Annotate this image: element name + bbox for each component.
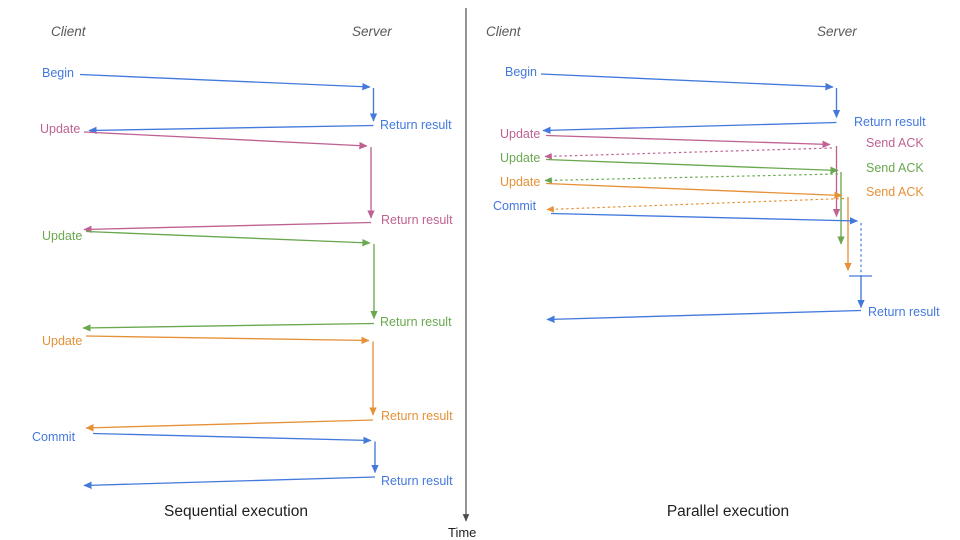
sequential-commit-response [83, 476, 376, 490]
sequential-update2-label: Update [42, 229, 82, 243]
parallel-client-header: Client [486, 24, 521, 39]
parallel-return-bottom-label: Return result [868, 305, 940, 319]
sequential-commit-request [92, 432, 372, 445]
sequential-update2-request [85, 230, 371, 247]
sequential-update3-response [85, 419, 374, 432]
sequential-update1-response [83, 221, 372, 234]
message-arrows-layer [79, 8, 872, 522]
sequential-commit-label: Commit [32, 430, 76, 444]
sequential-update2-response [82, 322, 375, 332]
parallel-update2-ack [544, 173, 839, 184]
sequential-return5-label: Return result [381, 474, 453, 488]
parallel-commit-response [546, 309, 862, 324]
parallel-commit-request [550, 212, 859, 225]
sequential-update1-request [83, 131, 368, 150]
sequential-return2-label: Return result [381, 213, 453, 227]
parallel-begin-response [542, 121, 837, 135]
sequential-begin-label: Begin [42, 66, 74, 80]
parallel-commit-label: Commit [493, 199, 537, 213]
parallel-update1-label: Update [500, 127, 540, 141]
parallel-ack3-label: Send ACK [866, 185, 924, 199]
sequential-update3-label: Update [42, 334, 82, 348]
parallel-ack1-label: Send ACK [866, 136, 924, 150]
sequential-server-header: Server [352, 24, 392, 39]
parallel-update1-ack [544, 147, 833, 160]
sequential-update1-label: Update [40, 122, 80, 136]
parallel-begin-label: Begin [505, 65, 537, 79]
parallel-title: Parallel execution [666, 503, 790, 520]
sequential-title: Sequential execution [164, 503, 308, 520]
sequential-return1-label: Return result [380, 118, 452, 132]
parallel-update3-request [545, 182, 843, 199]
parallel-ack2-label: Send ACK [866, 161, 924, 175]
parallel-update2-label: Update [500, 151, 540, 165]
sequential-return4-label: Return result [381, 409, 453, 423]
parallel-update3-ack [546, 197, 845, 213]
sequential-begin-request [79, 73, 371, 91]
sequential-begin-response [88, 124, 374, 135]
parallel-return-top-label: Return result [854, 115, 926, 129]
parallel-server-header: Server [817, 24, 857, 39]
time-axis-label: Time [448, 525, 477, 540]
parallel-update3-label: Update [500, 175, 540, 189]
sequential-update3-request [85, 335, 370, 345]
parallel-update2-request [545, 158, 839, 174]
sequential-return3-label: Return result [380, 315, 452, 329]
parallel-begin-request [540, 73, 834, 91]
parallel-update1-request [545, 134, 831, 148]
sequential-client-header: Client [51, 24, 86, 39]
